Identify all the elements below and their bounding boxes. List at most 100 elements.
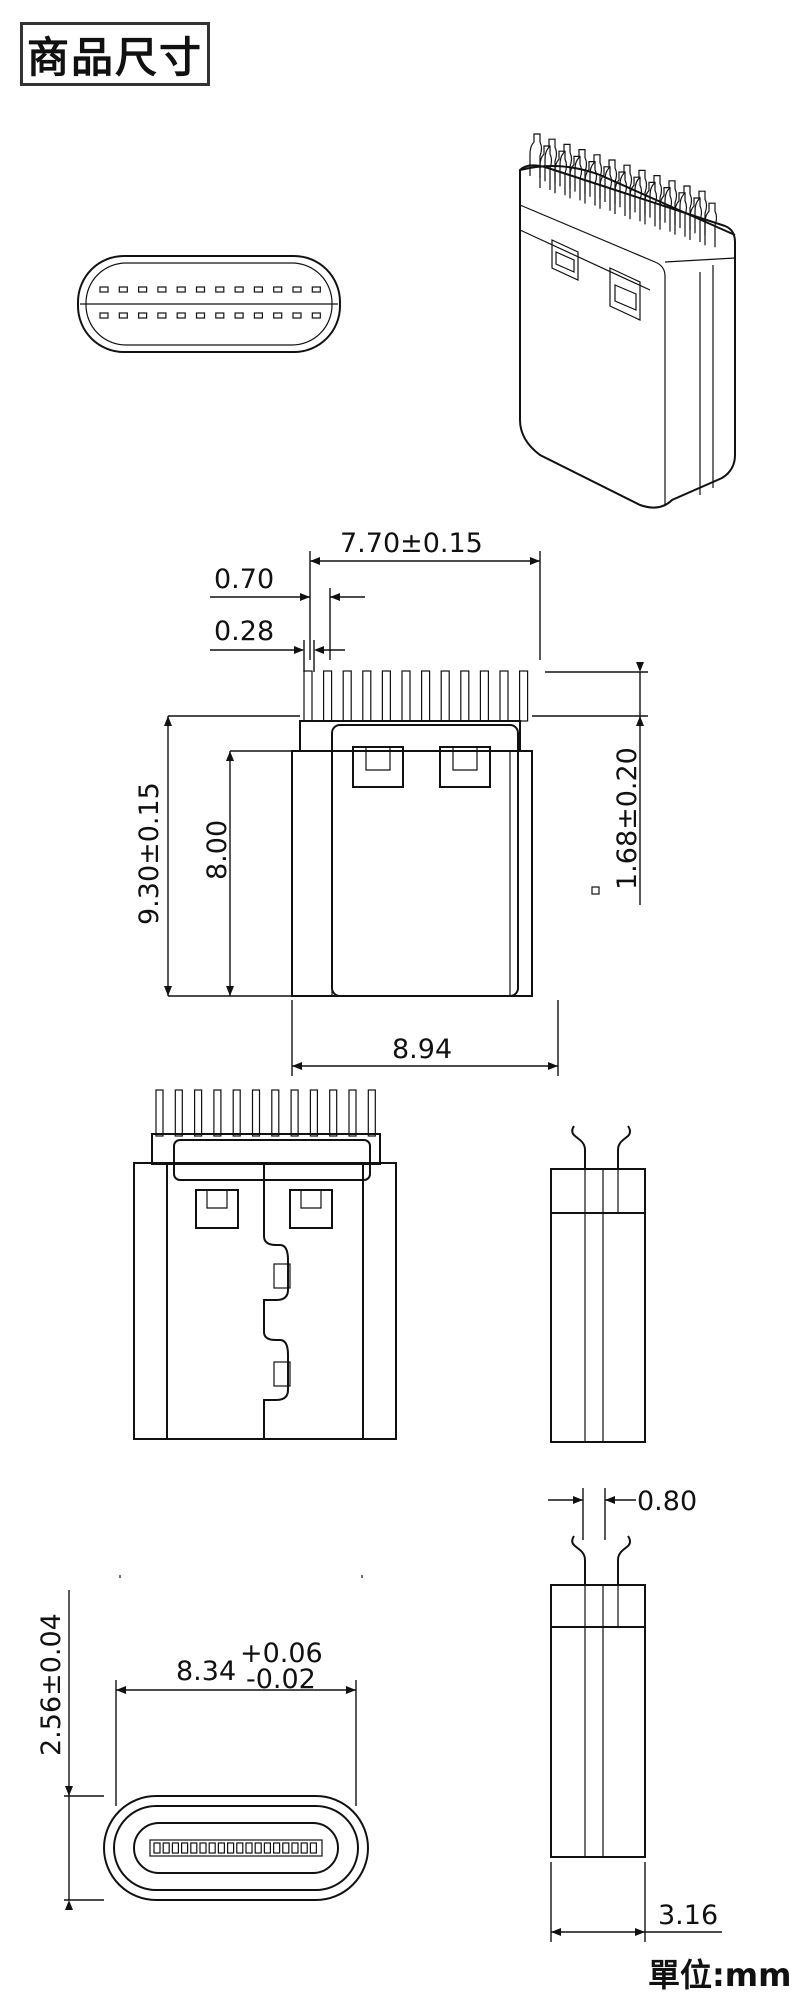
page-title: 商品尺寸	[26, 32, 203, 82]
front-face-contact	[215, 312, 225, 319]
dim-arrow-834-left	[116, 1686, 126, 1694]
dim-arrow-256-bottom	[65, 1900, 73, 1910]
front-face-contact	[273, 312, 283, 319]
front-face-contact	[253, 312, 263, 319]
latch-tab-left	[365, 747, 391, 771]
unit-label: 單位:mm	[648, 1956, 792, 1994]
iso-pin	[704, 202, 718, 248]
front-face-contact	[157, 286, 167, 293]
side-lower-body	[550, 1584, 646, 1858]
port-contact	[171, 1842, 179, 1854]
back-view-pin	[194, 1089, 203, 1137]
back-view-pins	[155, 1089, 376, 1137]
port-contact	[291, 1842, 299, 1854]
port-contacts	[153, 1842, 317, 1854]
main-view-pin	[499, 670, 509, 722]
side-upper-body	[550, 1168, 646, 1443]
main-view-pin	[479, 670, 489, 722]
back-view-pin	[232, 1089, 241, 1137]
iso-pin	[554, 150, 568, 196]
iso-pin	[664, 180, 678, 225]
back-center-profile	[263, 1164, 289, 1439]
dim-label-side-pin-gap: 0.80	[637, 1486, 697, 1517]
shell-outline	[291, 750, 533, 997]
iso-pin	[634, 169, 648, 215]
main-view-pin	[362, 670, 372, 722]
front-face-contact	[253, 286, 263, 293]
dim-label-pin-width: 0.28	[214, 616, 274, 647]
dim-arrow-080-right	[605, 1496, 615, 1504]
dim-arrow-770-left	[310, 557, 320, 565]
front-face-contact	[118, 286, 128, 293]
port-contact	[162, 1842, 170, 1854]
main-view-pin	[342, 670, 352, 722]
front-face-contact	[234, 286, 244, 293]
back-view-pin	[329, 1089, 338, 1137]
iso-pin	[649, 175, 663, 220]
port-contact	[190, 1842, 198, 1854]
front-face-contact	[215, 286, 225, 293]
back-view-pin	[251, 1089, 261, 1137]
front-face-contact	[157, 312, 167, 319]
iso-pin	[694, 190, 708, 236]
front-face-contact	[99, 312, 109, 319]
dim-arrow-256-top	[65, 1786, 73, 1796]
dim-arrow-894-left	[292, 1062, 302, 1070]
front-face-contact	[138, 286, 148, 293]
port-contact	[254, 1842, 262, 1854]
back-view-pin	[155, 1089, 164, 1137]
dim-arrow-930-top	[164, 716, 172, 726]
iso-top-edge	[519, 165, 736, 236]
dim-label-port-height: 2.56±0.04	[36, 1613, 67, 1756]
iso-pin	[544, 138, 558, 184]
iso-pin	[614, 171, 628, 216]
side-upper-pin-right	[617, 1125, 631, 1169]
port-outer	[103, 1795, 369, 1901]
iso-pin	[674, 192, 688, 237]
side-lower-pin-left	[571, 1535, 586, 1585]
dim-arrow-316-right	[635, 1928, 645, 1936]
iso-latch-window-2	[609, 267, 641, 321]
back-latch-left	[195, 1189, 239, 1229]
iso-pin	[659, 187, 673, 232]
dim-arrow-316-left	[551, 1928, 561, 1936]
side-view-upper	[550, 1125, 646, 1443]
front-face-contact	[311, 312, 321, 319]
port-contact	[300, 1842, 308, 1854]
front-face-contact	[195, 286, 206, 293]
dim-label-side-depth: 3.16	[658, 1900, 718, 1931]
isometric-view	[519, 133, 736, 509]
port-face-view: 2.56±0.04 8.34 +0.06 -0.02	[36, 1575, 369, 1910]
dim-arrow-834-right	[346, 1686, 356, 1694]
back-view-header	[151, 1133, 381, 1165]
port-contact	[263, 1842, 271, 1854]
back-latch-right	[289, 1189, 333, 1229]
main-view-pins	[303, 670, 529, 722]
port-contact	[282, 1842, 290, 1854]
dim-arrow-800-top	[226, 751, 234, 761]
back-view-pin	[271, 1089, 280, 1137]
latch-window-right	[439, 746, 491, 788]
main-view-pin	[401, 670, 411, 722]
port-tongue	[149, 1839, 323, 1857]
back-latch-tab-left	[206, 1190, 228, 1209]
dim-arrow-070-left	[300, 593, 310, 601]
dim-label-pin-pitch: 0.70	[214, 564, 274, 595]
front-face-contact	[118, 312, 128, 319]
port-contact	[208, 1842, 216, 1854]
back-view-pin	[174, 1089, 183, 1137]
iso-pin	[629, 176, 643, 222]
side-view-lower: 0.80 3.16	[548, 1486, 722, 1942]
back-view	[133, 1089, 397, 1440]
port-contact	[273, 1842, 281, 1854]
iso-pins	[529, 133, 718, 248]
port-contact	[181, 1842, 189, 1854]
front-face-contact	[311, 286, 321, 293]
front-face-contact	[273, 286, 283, 293]
back-slot-upper	[273, 1263, 291, 1289]
dim-arrow-894-right	[548, 1062, 558, 1070]
iso-pin	[604, 159, 618, 204]
back-view-pin	[213, 1089, 222, 1137]
dim-label-port-tol-minus: -0.02	[246, 1664, 316, 1695]
back-latch-tab-right	[300, 1190, 322, 1209]
